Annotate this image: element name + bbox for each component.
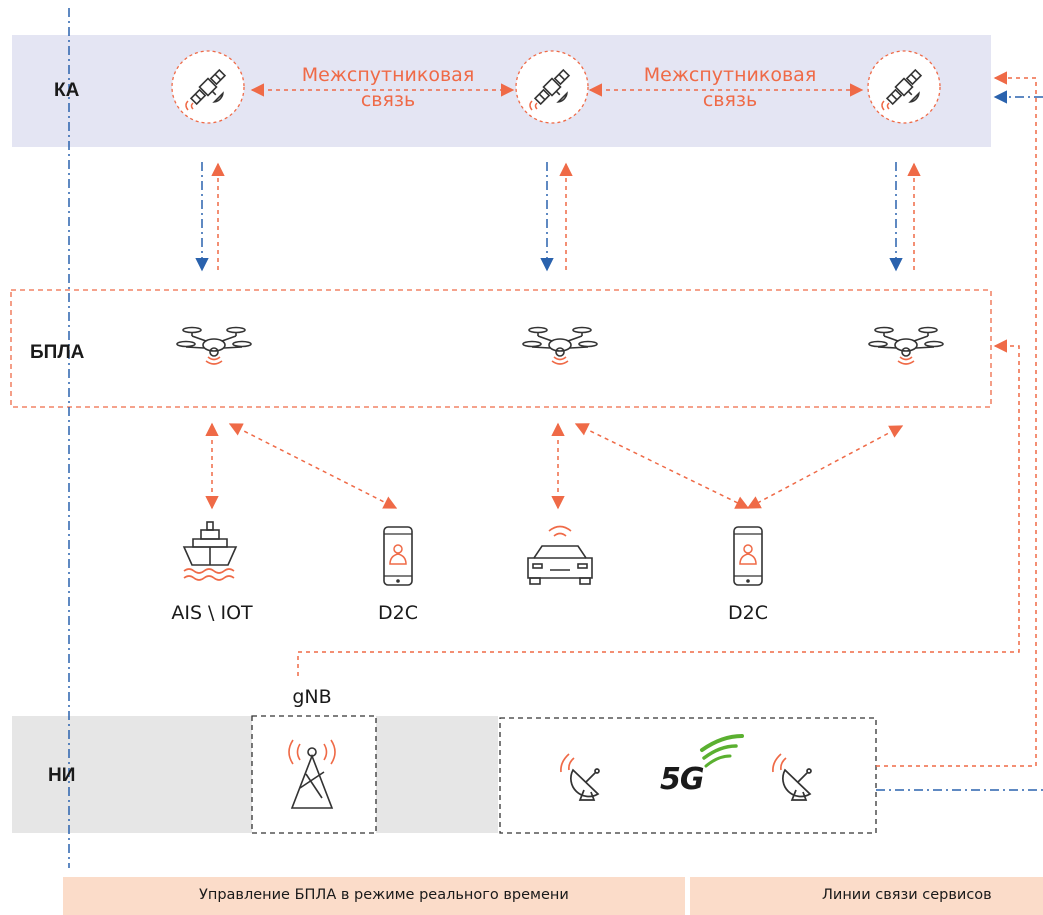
- gnb-box: [251, 715, 377, 834]
- 5g-signal-icon: [700, 734, 744, 768]
- drone-icon: [868, 326, 944, 365]
- ground-station-box: [499, 717, 877, 834]
- layer-label-ni: НИ: [48, 765, 76, 786]
- intersat-label-line: связь: [360, 89, 416, 111]
- drone-icon: [522, 326, 598, 365]
- phone-label-1: D2C: [378, 602, 418, 624]
- intersat-label-1: Межспутниковая связь: [268, 63, 508, 113]
- legend-control: Управление БПЛА в режиме реального време…: [63, 877, 685, 915]
- layer-label-ka: КА: [54, 80, 80, 101]
- ship-label: AIS \ IOT: [171, 602, 253, 624]
- ship-icon: [182, 521, 238, 581]
- legend-service-label: Линии связи сервисов: [822, 887, 992, 903]
- phone-icon: [733, 526, 763, 586]
- intersat-label-line: связь: [702, 89, 758, 111]
- satellite-icon: [867, 50, 941, 124]
- service-arrow-phone-2b: [746, 425, 904, 509]
- gnb-label: gNB: [292, 686, 332, 708]
- service-route-ground: [876, 71, 1037, 767]
- legend-service: Линии связи сервисов: [690, 877, 1043, 915]
- phone-label-2: D2C: [728, 602, 768, 624]
- intersat-label-2: Межспутниковая связь: [610, 63, 850, 113]
- legend-control-label: Управление БПЛА в режиме реального време…: [199, 887, 569, 903]
- cell-tower-icon: [288, 739, 336, 809]
- satellite-icon: [515, 50, 589, 124]
- satellite-icon: [171, 50, 245, 124]
- intersat-label-line: Межспутниковая: [643, 64, 817, 86]
- layer-label-bpla: БПЛА: [30, 342, 85, 363]
- intersat-label-line: Межспутниковая: [301, 64, 475, 86]
- service-route-gnb: [297, 339, 1020, 676]
- car-icon: [527, 525, 593, 585]
- phone-icon: [383, 526, 413, 586]
- bpla-band: [10, 289, 992, 408]
- drone-icon: [176, 326, 252, 365]
- service-arrow-phone-1: [228, 423, 398, 509]
- 5g-logo: 5G: [660, 762, 704, 797]
- service-arrow-phone-2: [574, 423, 750, 509]
